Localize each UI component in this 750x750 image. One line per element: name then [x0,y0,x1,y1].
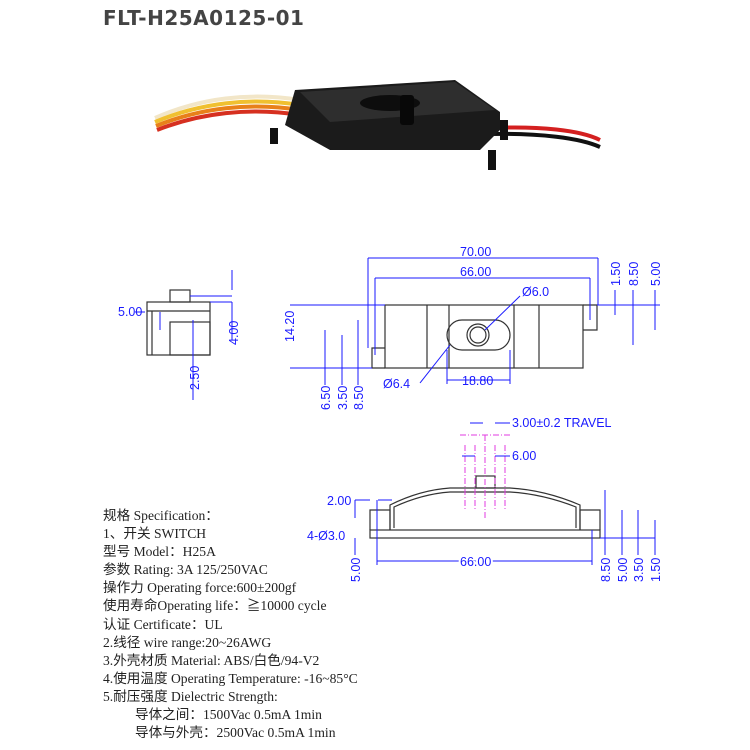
end-offset-dim: 2.50 [188,366,202,390]
spec-line: 5.耐压强度 Dielectric Strength: [103,688,278,704]
left-dim-3: 8.50 [352,386,366,410]
specification-list: 规格 Specification： 1、开关 SWITCH 型号 Model：H… [103,507,358,742]
left-dim-1: 6.50 [319,386,333,410]
end-width-dim: 5.00 [118,305,142,319]
knob-width-dim: 6.00 [512,449,536,463]
left-dim-2: 3.50 [336,386,350,410]
travel-dim: 3.00±0.2 TRAVEL [512,416,612,430]
slot-dia-dim: Ø6.4 [383,377,410,391]
side-left-height-dim: 5.00 [349,558,363,582]
spec-line: 使用寿命Operating life：≧10000 cycle [103,598,327,614]
right-dim-3: 5.00 [649,262,663,286]
flange-dim: 2.00 [327,494,351,508]
spec-sub-line: 导体之间：1500Vac 0.5mA 1min [135,707,322,723]
spec-line: 3.外壳材质 Material: ABS/白色/94-V2 [103,652,320,668]
spec-line: 参数 Rating: 3A 125/250VAC [103,562,268,578]
right-dim-2: 8.50 [627,262,641,286]
overall-length-dim: 70.00 [460,245,491,259]
holes-dim: 4-Ø3.0 [307,529,345,543]
spec-line: 认证 Certificate：UL [103,616,223,632]
product-code-title: FLT-H25A0125-01 [103,6,305,30]
spec-heading: 规格 Specification： [103,508,219,523]
slot-length-dim: 18.80 [462,374,493,388]
end-height-dim: 4.00 [227,321,241,345]
side-right-dim-4: 1.50 [649,558,663,582]
product-photo [154,80,601,170]
spec-line: 型号 Model：H25A [103,544,216,560]
hole-pitch-dim: 66.00 [460,265,491,279]
spec-line: 2.线径 wire range:20~26AWG [103,634,272,650]
knob-dia-dim: Ø6.0 [522,285,549,299]
side-view-drawing: 3.00±0.2 TRAVEL 6.00 2.00 4-Ø3.0 5.00 66… [307,416,663,582]
side-right-dim-1: 8.50 [599,558,613,582]
spec-line: 1、开关 SWITCH [103,526,207,542]
top-view-drawing: 70.00 66.00 Ø6.0 Ø6.4 18.80 14.20 6.50 3… [283,245,663,410]
side-right-dim-2: 5.00 [616,558,630,582]
end-view-drawing: 5.00 4.00 2.50 [118,270,241,400]
side-right-dim-3: 3.50 [632,558,646,582]
width-dim: 14.20 [283,311,297,342]
side-hole-pitch-dim: 66.00 [460,555,491,569]
spec-sub-line: 导体与外壳：2500Vac 0.5mA 1min [135,725,336,741]
spec-line: 4.使用温度 Operating Temperature: -16~85°C [103,670,358,686]
spec-line: 操作力 Operating force:600±200gf [103,580,297,596]
right-dim-1: 1.50 [609,262,623,286]
